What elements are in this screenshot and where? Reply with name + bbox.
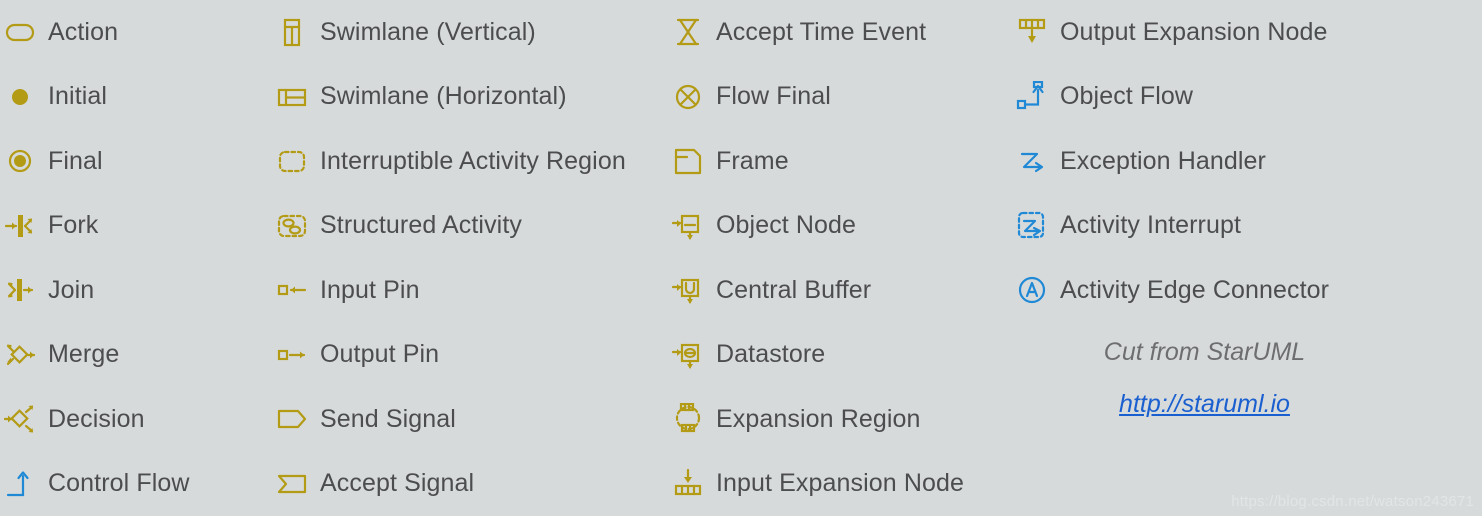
palette-item-label: Control Flow [40,471,190,496]
palette-item-label: Final [40,149,103,174]
palette-item-accept-time-event[interactable]: Accept Time Event [668,0,1013,65]
palette-item-expansion-region[interactable]: Expansion Region [668,387,1013,452]
palette-item-object-flow[interactable]: Object Flow [1012,65,1482,130]
palette-item-output-pin[interactable]: Output Pin [272,323,672,388]
palette-item-action[interactable]: Action [0,0,270,65]
palette-item-input-expansion-node[interactable]: Input Expansion Node [668,452,1013,516]
palette-item-input-pin[interactable]: Input Pin [272,258,672,323]
palette-item-label: Activity Edge Connector [1052,278,1329,303]
palette-item-activity-edge-connector[interactable]: Activity Edge Connector [1012,258,1482,323]
palette-item-join[interactable]: Join [0,258,270,323]
palette-column-2: Swimlane (Vertical) Swimlane (Horizontal)… [272,0,672,516]
palette-item-label: Send Signal [312,407,456,432]
palette-item-label: Expansion Region [708,407,921,432]
palette-item-label: Initial [40,84,107,109]
output-expansion-node-icon [1012,12,1052,52]
palette-item-label: Accept Time Event [708,20,926,45]
palette-item-central-buffer[interactable]: Central Buffer [668,258,1013,323]
palette-item-send-signal[interactable]: Send Signal [272,387,672,452]
activity-edge-connector-icon [1012,270,1052,310]
object-node-icon [668,206,708,246]
structured-activity-icon [272,206,312,246]
datastore-icon [668,335,708,375]
palette-item-accept-signal[interactable]: Accept Signal [272,452,672,516]
palette-item-label: Decision [40,407,145,432]
palette-item-label: Interruptible Activity Region [312,149,626,174]
palette-item-output-expansion-node[interactable]: Output Expansion Node [1012,0,1482,65]
palette-item-label: Action [40,20,118,45]
flow-final-circle-x-icon [668,77,708,117]
fork-bar-icon [0,206,40,246]
watermark: https://blog.csdn.net/watson243671 [1231,493,1474,510]
accept-signal-icon [272,464,312,504]
expansion-region-icon [668,399,708,439]
palette-item-label: Input Pin [312,278,420,303]
palette-item-activity-interrupt[interactable]: Activity Interrupt [1012,194,1482,259]
palette-item-flow-final[interactable]: Flow Final [668,65,1013,130]
palette-item-label: Output Expansion Node [1052,20,1328,45]
palette-item-swimlane-horizontal[interactable]: Swimlane (Horizontal) [272,65,672,130]
palette-item-label: Exception Handler [1052,149,1266,174]
palette-item-structured-activity[interactable]: Structured Activity [272,194,672,259]
join-bar-icon [0,270,40,310]
palette-item-datastore[interactable]: Datastore [668,323,1013,388]
palette-item-final[interactable]: Final [0,129,270,194]
merge-diamond-icon [0,335,40,375]
palette-item-frame[interactable]: Frame [668,129,1013,194]
palette-item-label: Frame [708,149,789,174]
output-pin-icon [272,335,312,375]
attribution-text: Cut from StarUML [1012,340,1482,365]
palette-item-exception-handler[interactable]: Exception Handler [1012,129,1482,194]
interruptible-region-icon [272,141,312,181]
initial-filled-circle-icon [0,77,40,117]
hourglass-icon [668,12,708,52]
swimlane-vertical-icon [272,12,312,52]
palette-item-label: Object Node [708,213,856,238]
palette-item-merge[interactable]: Merge [0,323,270,388]
palette-item-fork[interactable]: Fork [0,194,270,259]
exception-handler-icon [1012,141,1052,181]
send-signal-icon [272,399,312,439]
palette-item-label: Join [40,278,94,303]
palette-item-label: Merge [40,342,119,367]
palette-item-label: Object Flow [1052,84,1193,109]
object-flow-icon [1012,77,1052,117]
central-buffer-icon [668,270,708,310]
activity-interrupt-icon [1012,206,1052,246]
palette-item-label: Flow Final [708,84,831,109]
palette-item-swimlane-vertical[interactable]: Swimlane (Vertical) [272,0,672,65]
final-double-circle-icon [0,141,40,181]
palette-item-label: Fork [40,213,98,238]
control-flow-arrow-icon [0,464,40,504]
decision-diamond-icon [0,399,40,439]
palette-item-label: Structured Activity [312,213,522,238]
palette-item-label: Central Buffer [708,278,871,303]
palette-item-label: Accept Signal [312,471,474,496]
palette-item-initial[interactable]: Initial [0,65,270,130]
palette-item-object-node[interactable]: Object Node [668,194,1013,259]
palette-item-decision[interactable]: Decision [0,387,270,452]
palette-item-label: Input Expansion Node [708,471,964,496]
palette-item-label: Datastore [708,342,825,367]
palette-item-interruptible-activity-region[interactable]: Interruptible Activity Region [272,129,672,194]
palette-item-label: Swimlane (Vertical) [312,20,536,45]
input-expansion-node-icon [668,464,708,504]
palette-item-label: Swimlane (Horizontal) [312,84,567,109]
palette-item-label: Activity Interrupt [1052,213,1241,238]
input-pin-icon [272,270,312,310]
staruml-link[interactable]: http://staruml.io [1119,391,1290,419]
action-rounded-rect-icon [0,12,40,52]
swimlane-horizontal-icon [272,77,312,117]
palette-item-control-flow[interactable]: Control Flow [0,452,270,516]
frame-icon [668,141,708,181]
palette-item-label: Output Pin [312,342,439,367]
attribution-note: Cut from StarUML http://staruml.io [1012,340,1482,419]
